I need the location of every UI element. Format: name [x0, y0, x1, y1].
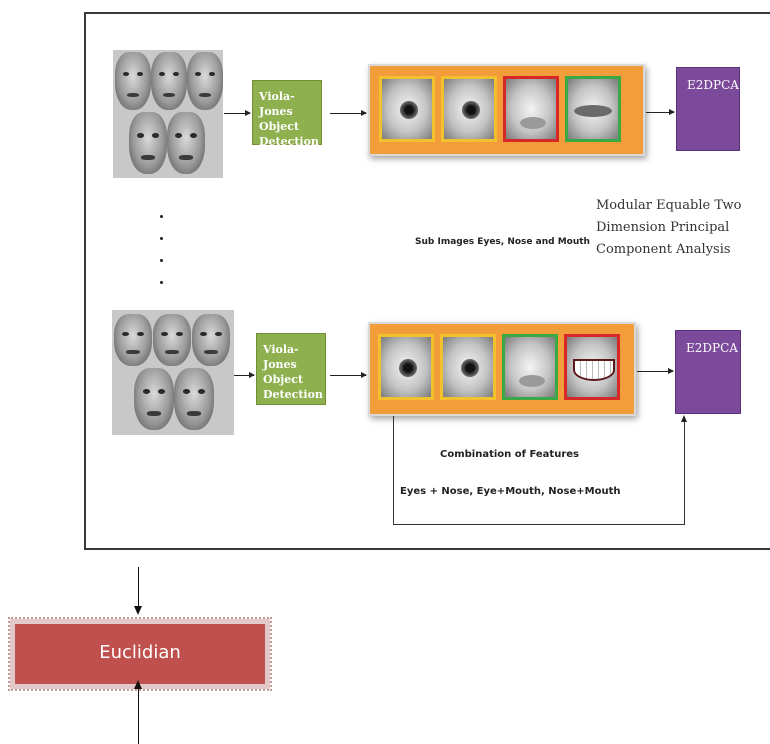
arrow — [330, 372, 367, 378]
face-image — [153, 314, 191, 366]
method-description: Modular Equable Two Dimension Principal … — [596, 195, 742, 261]
features-strip-top — [368, 64, 645, 156]
nose-image — [502, 334, 558, 400]
euclidian-label: Euclidian — [99, 641, 181, 663]
e2dpca-label: E2DPCA — [686, 341, 738, 355]
face-image — [192, 314, 230, 366]
combination-list: Eyes + Nose, Eye+Mouth, Nose+Mouth — [400, 486, 621, 497]
ellipsis-dot — [160, 215, 163, 218]
face-image — [114, 314, 152, 366]
arrowhead-up — [134, 680, 142, 689]
features-strip-bottom — [368, 322, 636, 416]
arrow — [637, 368, 674, 374]
arrow — [646, 109, 675, 115]
e2dpca-label: E2DPCA — [687, 78, 739, 92]
arrow — [224, 110, 251, 116]
e2dpca-box-top: E2DPCA — [676, 67, 740, 151]
face-image — [129, 112, 167, 174]
arrow — [234, 372, 255, 378]
face-image — [187, 52, 223, 110]
arrowhead-down — [134, 606, 142, 615]
viola-jones-box-top: Viola-Jones Object Detection — [252, 80, 322, 148]
arrow-down — [138, 567, 139, 611]
ellipsis-dot — [160, 281, 163, 284]
euclidian-classifier-box: Euclidian — [8, 617, 272, 691]
eye-image — [441, 76, 497, 142]
eye-image — [379, 76, 435, 142]
arrowhead-up — [681, 415, 687, 422]
ellipsis-dot — [160, 259, 163, 262]
face-image — [151, 52, 187, 110]
face-image — [134, 368, 174, 430]
nose-image — [503, 76, 559, 142]
viola-jones-box-bottom: Viola-Jones Object Detection — [256, 333, 326, 405]
ellipsis-dot — [160, 237, 163, 240]
input-faces-top — [113, 50, 223, 178]
input-faces-bottom — [112, 310, 234, 435]
description-line: Modular Equable Two — [596, 198, 742, 213]
mouth-image — [564, 334, 620, 400]
arrow — [330, 110, 367, 116]
mouth-image — [565, 76, 621, 142]
feedback-line-up — [684, 422, 685, 525]
description-line: Dimension Principal — [596, 220, 730, 235]
eye-image — [440, 334, 496, 400]
e2dpca-box-bottom: E2DPCA — [675, 330, 741, 414]
sub-images-label: Sub Images Eyes, Nose and Mouth — [415, 237, 590, 247]
viola-jones-label: Viola-Jones Object Detection — [259, 90, 319, 148]
face-image — [174, 368, 214, 430]
description-line: Component Analysis — [596, 242, 731, 257]
face-image — [167, 112, 205, 174]
eye-image — [378, 334, 434, 400]
face-image — [115, 52, 151, 110]
viola-jones-label: Viola-Jones Object Detection — [263, 343, 323, 401]
arrow-up — [138, 688, 139, 744]
feedback-line-down — [393, 416, 394, 525]
feedback-line-across — [393, 524, 685, 525]
combination-title: Combination of Features — [440, 449, 579, 460]
